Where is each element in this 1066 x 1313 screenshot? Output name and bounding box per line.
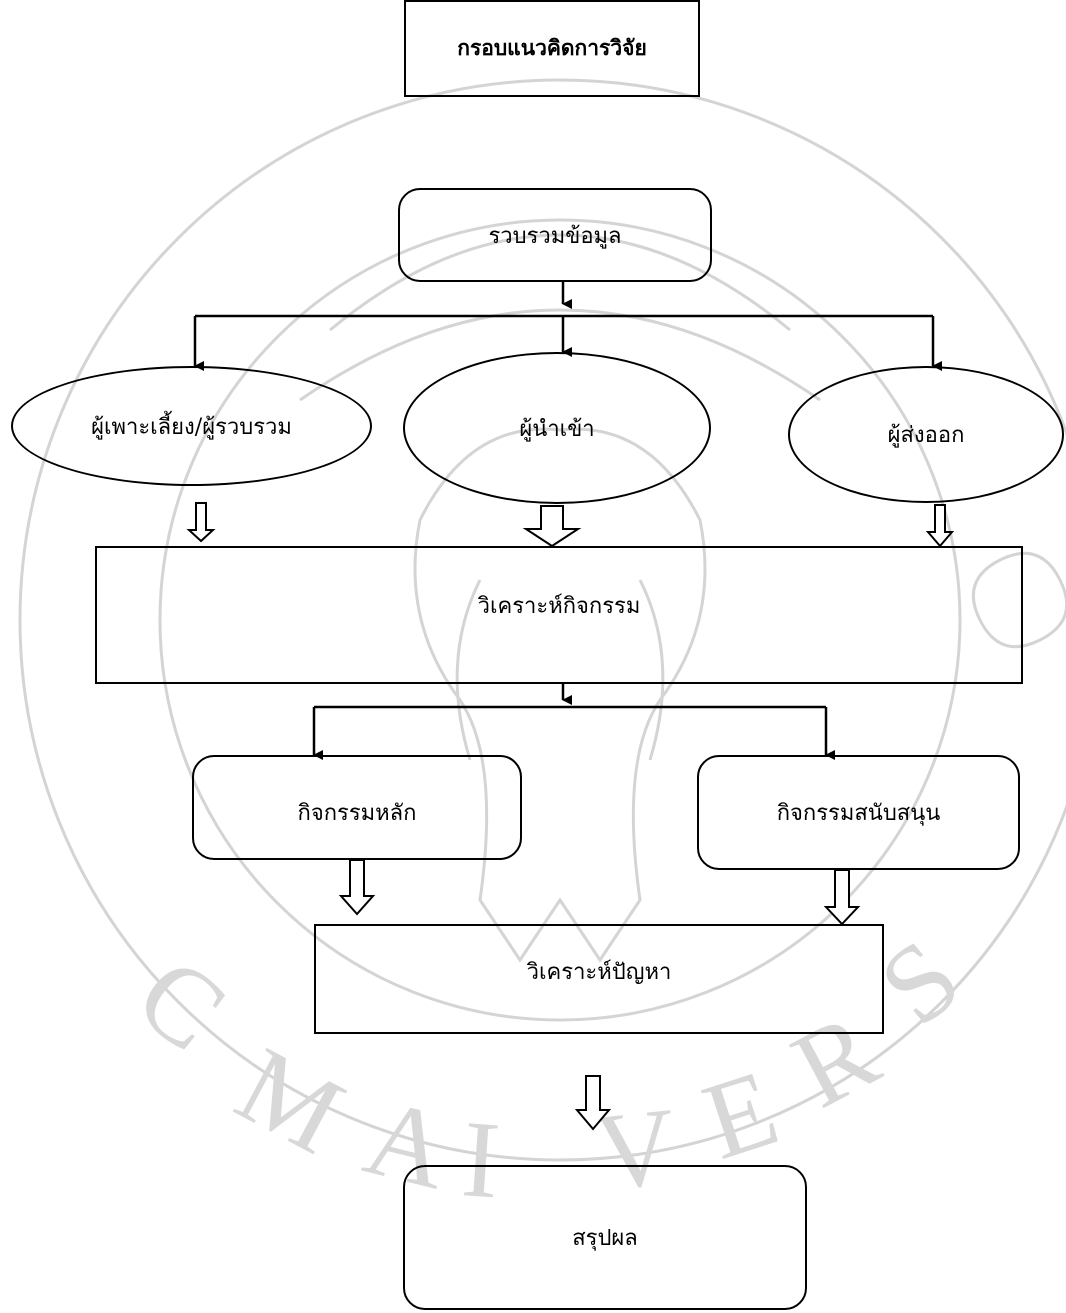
- collect-data-box: รวบรวมข้อมูล: [398, 188, 712, 282]
- hollow-arrow-support: [823, 869, 861, 926]
- title-label: กรอบแนวคิดการวิจัย: [457, 35, 647, 60]
- exporter-label: ผู้ส่งออก: [887, 423, 965, 448]
- hollow-arrow-primary: [338, 859, 376, 916]
- farmer-collector-label: ผู้เพาะเลี้ยง/ผู้รวบรวม: [91, 414, 292, 440]
- analyze-activities-box: วิเคราะห์กิจกรรม: [95, 546, 1023, 684]
- importer-label: ผู้นำเข้า: [519, 416, 595, 442]
- hollow-arrow-problems: [574, 1075, 612, 1131]
- exporter-ellipse: ผู้ส่งออก: [788, 366, 1064, 503]
- title-box: กรอบแนวคิดการวิจัย: [404, 0, 700, 97]
- hollow-arrow-farmer: [186, 502, 216, 543]
- primary-activities-label: กิจกรรมหลัก: [297, 801, 417, 826]
- hollow-arrow-importer: [522, 505, 582, 548]
- analyze-problems-label: วิเคราะห์ปัญหา: [526, 960, 672, 985]
- primary-activities-box: กิจกรรมหลัก: [192, 755, 522, 860]
- importer-ellipse: ผู้นำเข้า: [403, 352, 711, 504]
- collect-data-label: รวบรวมข้อมูล: [488, 223, 622, 249]
- hollow-arrow-exporter: [925, 504, 955, 548]
- support-activities-label: กิจกรรมสนับสนุน: [776, 801, 941, 826]
- conclusion-box: สรุปผล: [403, 1165, 807, 1310]
- support-activities-box: กิจกรรมสนับสนุน: [697, 755, 1020, 870]
- analyze-activities-label: วิเคราะห์กิจกรรม: [477, 594, 641, 619]
- conclusion-label: สรุปผล: [572, 1226, 638, 1251]
- analyze-problems-box: วิเคราะห์ปัญหา: [314, 924, 884, 1034]
- farmer-collector-ellipse: ผู้เพาะเลี้ยง/ผู้รวบรวม: [11, 366, 372, 486]
